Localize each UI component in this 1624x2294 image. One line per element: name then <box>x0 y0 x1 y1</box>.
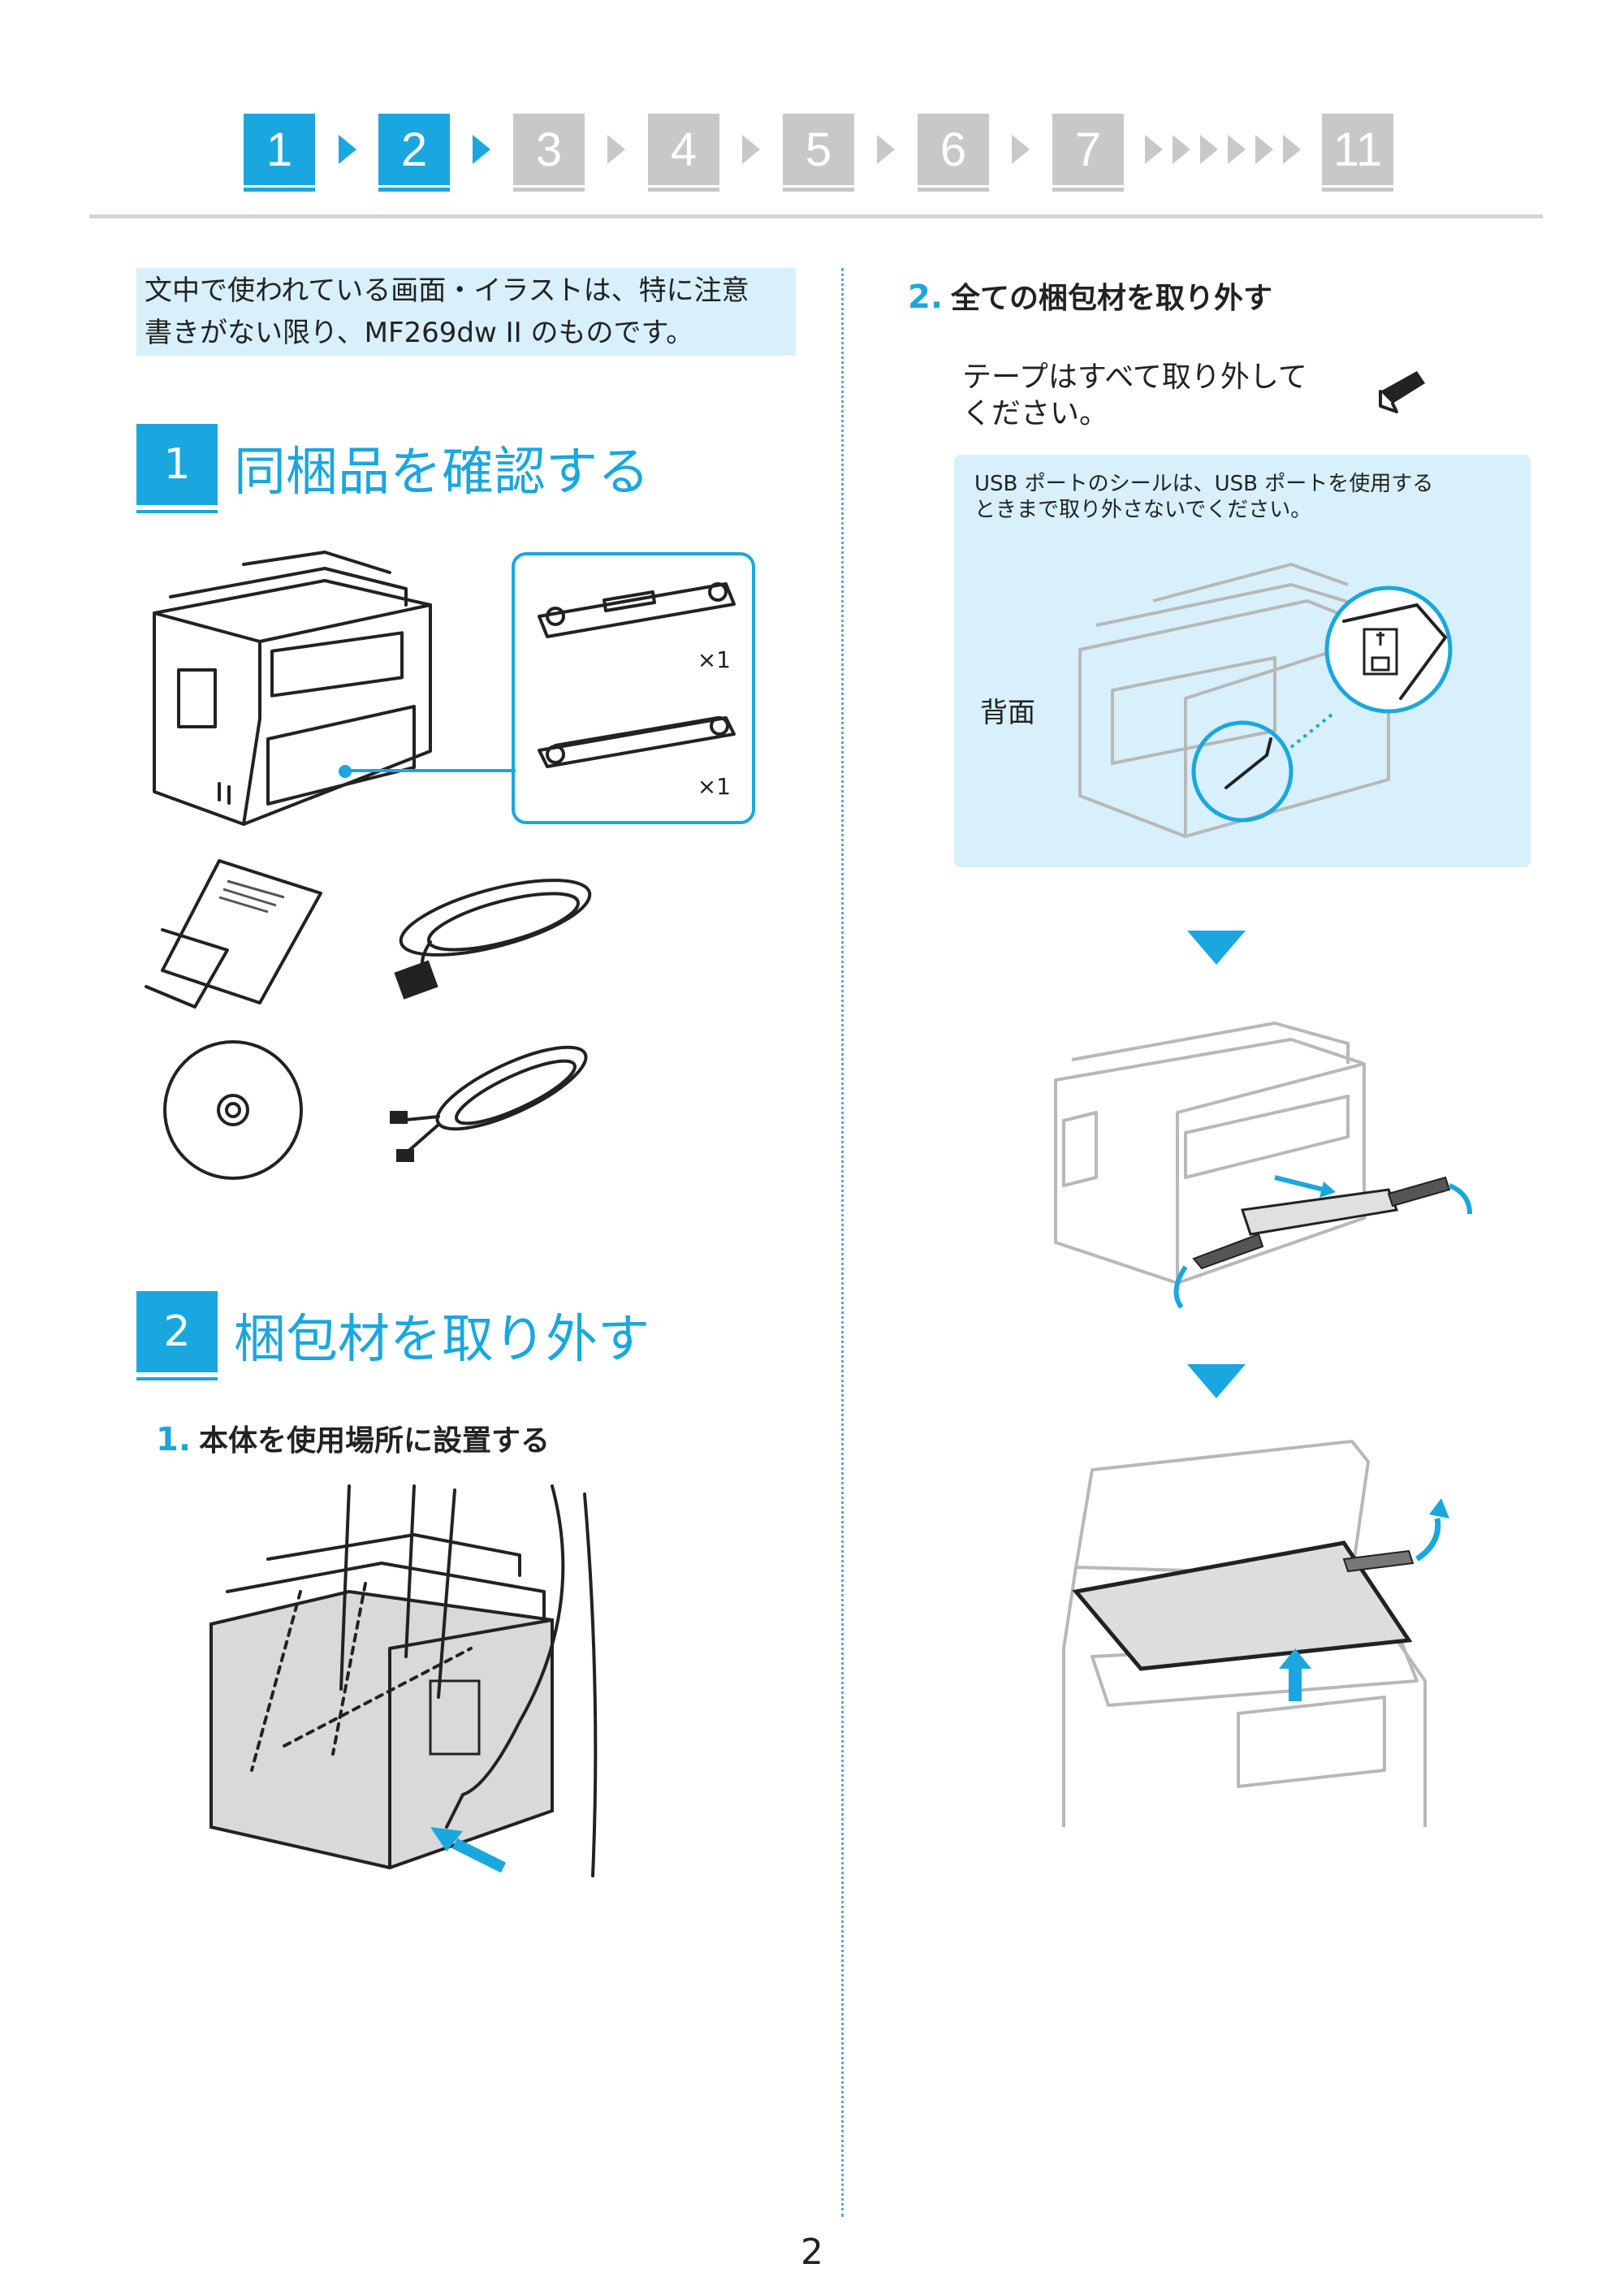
step-2[interactable]: 2 <box>378 114 450 192</box>
nav-arrow <box>1145 135 1163 164</box>
section-1-number: 1 <box>136 424 218 513</box>
usb-notice-box: USB ポートのシールは、USB ポートを使用する ときまで取り外さないでくださ… <box>954 455 1531 867</box>
remove-platen-sheet-illustration <box>1062 1440 1449 1827</box>
nav-arrow <box>1200 135 1218 164</box>
drum-cartridge-illustration <box>538 582 736 638</box>
printer-rear-illustration <box>1078 563 1390 838</box>
substep-1: 1.本体を使用場所に設置する <box>156 1421 551 1458</box>
column-divider <box>841 268 844 2217</box>
usb-port-closeup <box>1324 585 1453 714</box>
step-1[interactable]: 1 <box>244 114 315 192</box>
printer-illustration <box>153 551 432 826</box>
tape-icon <box>1379 371 1425 413</box>
nav-arrow <box>1283 135 1301 164</box>
illustration-note: 文中で使われている画面・イラストは、特に注意 書きがない限り、MF269dw I… <box>136 268 796 356</box>
usb-icon <box>1376 632 1384 646</box>
nav-arrow <box>473 135 490 164</box>
carry-printer-illustration <box>209 1484 598 1877</box>
step-7[interactable]: 7 <box>1052 114 1124 192</box>
tape-instruction: テープはすべて取り外して ください。 <box>962 361 1307 430</box>
callout-line <box>345 769 516 772</box>
section-2-number: 2 <box>136 1291 218 1380</box>
down-arrow <box>1187 1364 1246 1398</box>
step-5[interactable]: 5 <box>783 114 854 192</box>
step-11[interactable]: 11 <box>1322 114 1393 192</box>
substep-2: 2.全ての梱包材を取り外す <box>908 279 1273 316</box>
manuals-illustration <box>145 859 322 1009</box>
rear-label: 背面 <box>980 697 1035 729</box>
remove-tape-illustration <box>1054 1022 1472 1309</box>
toner-cartridge-illustration <box>538 716 736 768</box>
telephone-cable-illustration <box>390 1045 588 1162</box>
power-cord-illustration <box>394 879 592 1000</box>
usb-notice-text: USB ポートのシールは、USB ポートを使用する ときまで取り外さないでくださ… <box>974 472 1434 522</box>
nav-arrow <box>1228 135 1246 164</box>
nav-arrow <box>607 135 625 164</box>
step-4[interactable]: 4 <box>648 114 719 192</box>
drum-contents-box: ×1 ×1 <box>512 552 755 824</box>
nav-arrow <box>1173 135 1190 164</box>
step-6[interactable]: 6 <box>918 114 989 192</box>
nav-arrow <box>1255 135 1273 164</box>
down-arrow <box>1187 931 1246 965</box>
nav-arrow <box>1012 135 1030 164</box>
step-3[interactable]: 3 <box>513 114 585 192</box>
cd-rom-illustration <box>163 1040 303 1180</box>
nav-arrow <box>339 135 356 164</box>
nav-arrow <box>742 135 760 164</box>
section-1-title: 同梱品を確認する <box>234 443 650 503</box>
page-number: 2 <box>801 2231 823 2273</box>
header-rule <box>89 214 1543 218</box>
section-2-title: 梱包材を取り外す <box>234 1310 650 1370</box>
nav-arrow <box>877 135 895 164</box>
